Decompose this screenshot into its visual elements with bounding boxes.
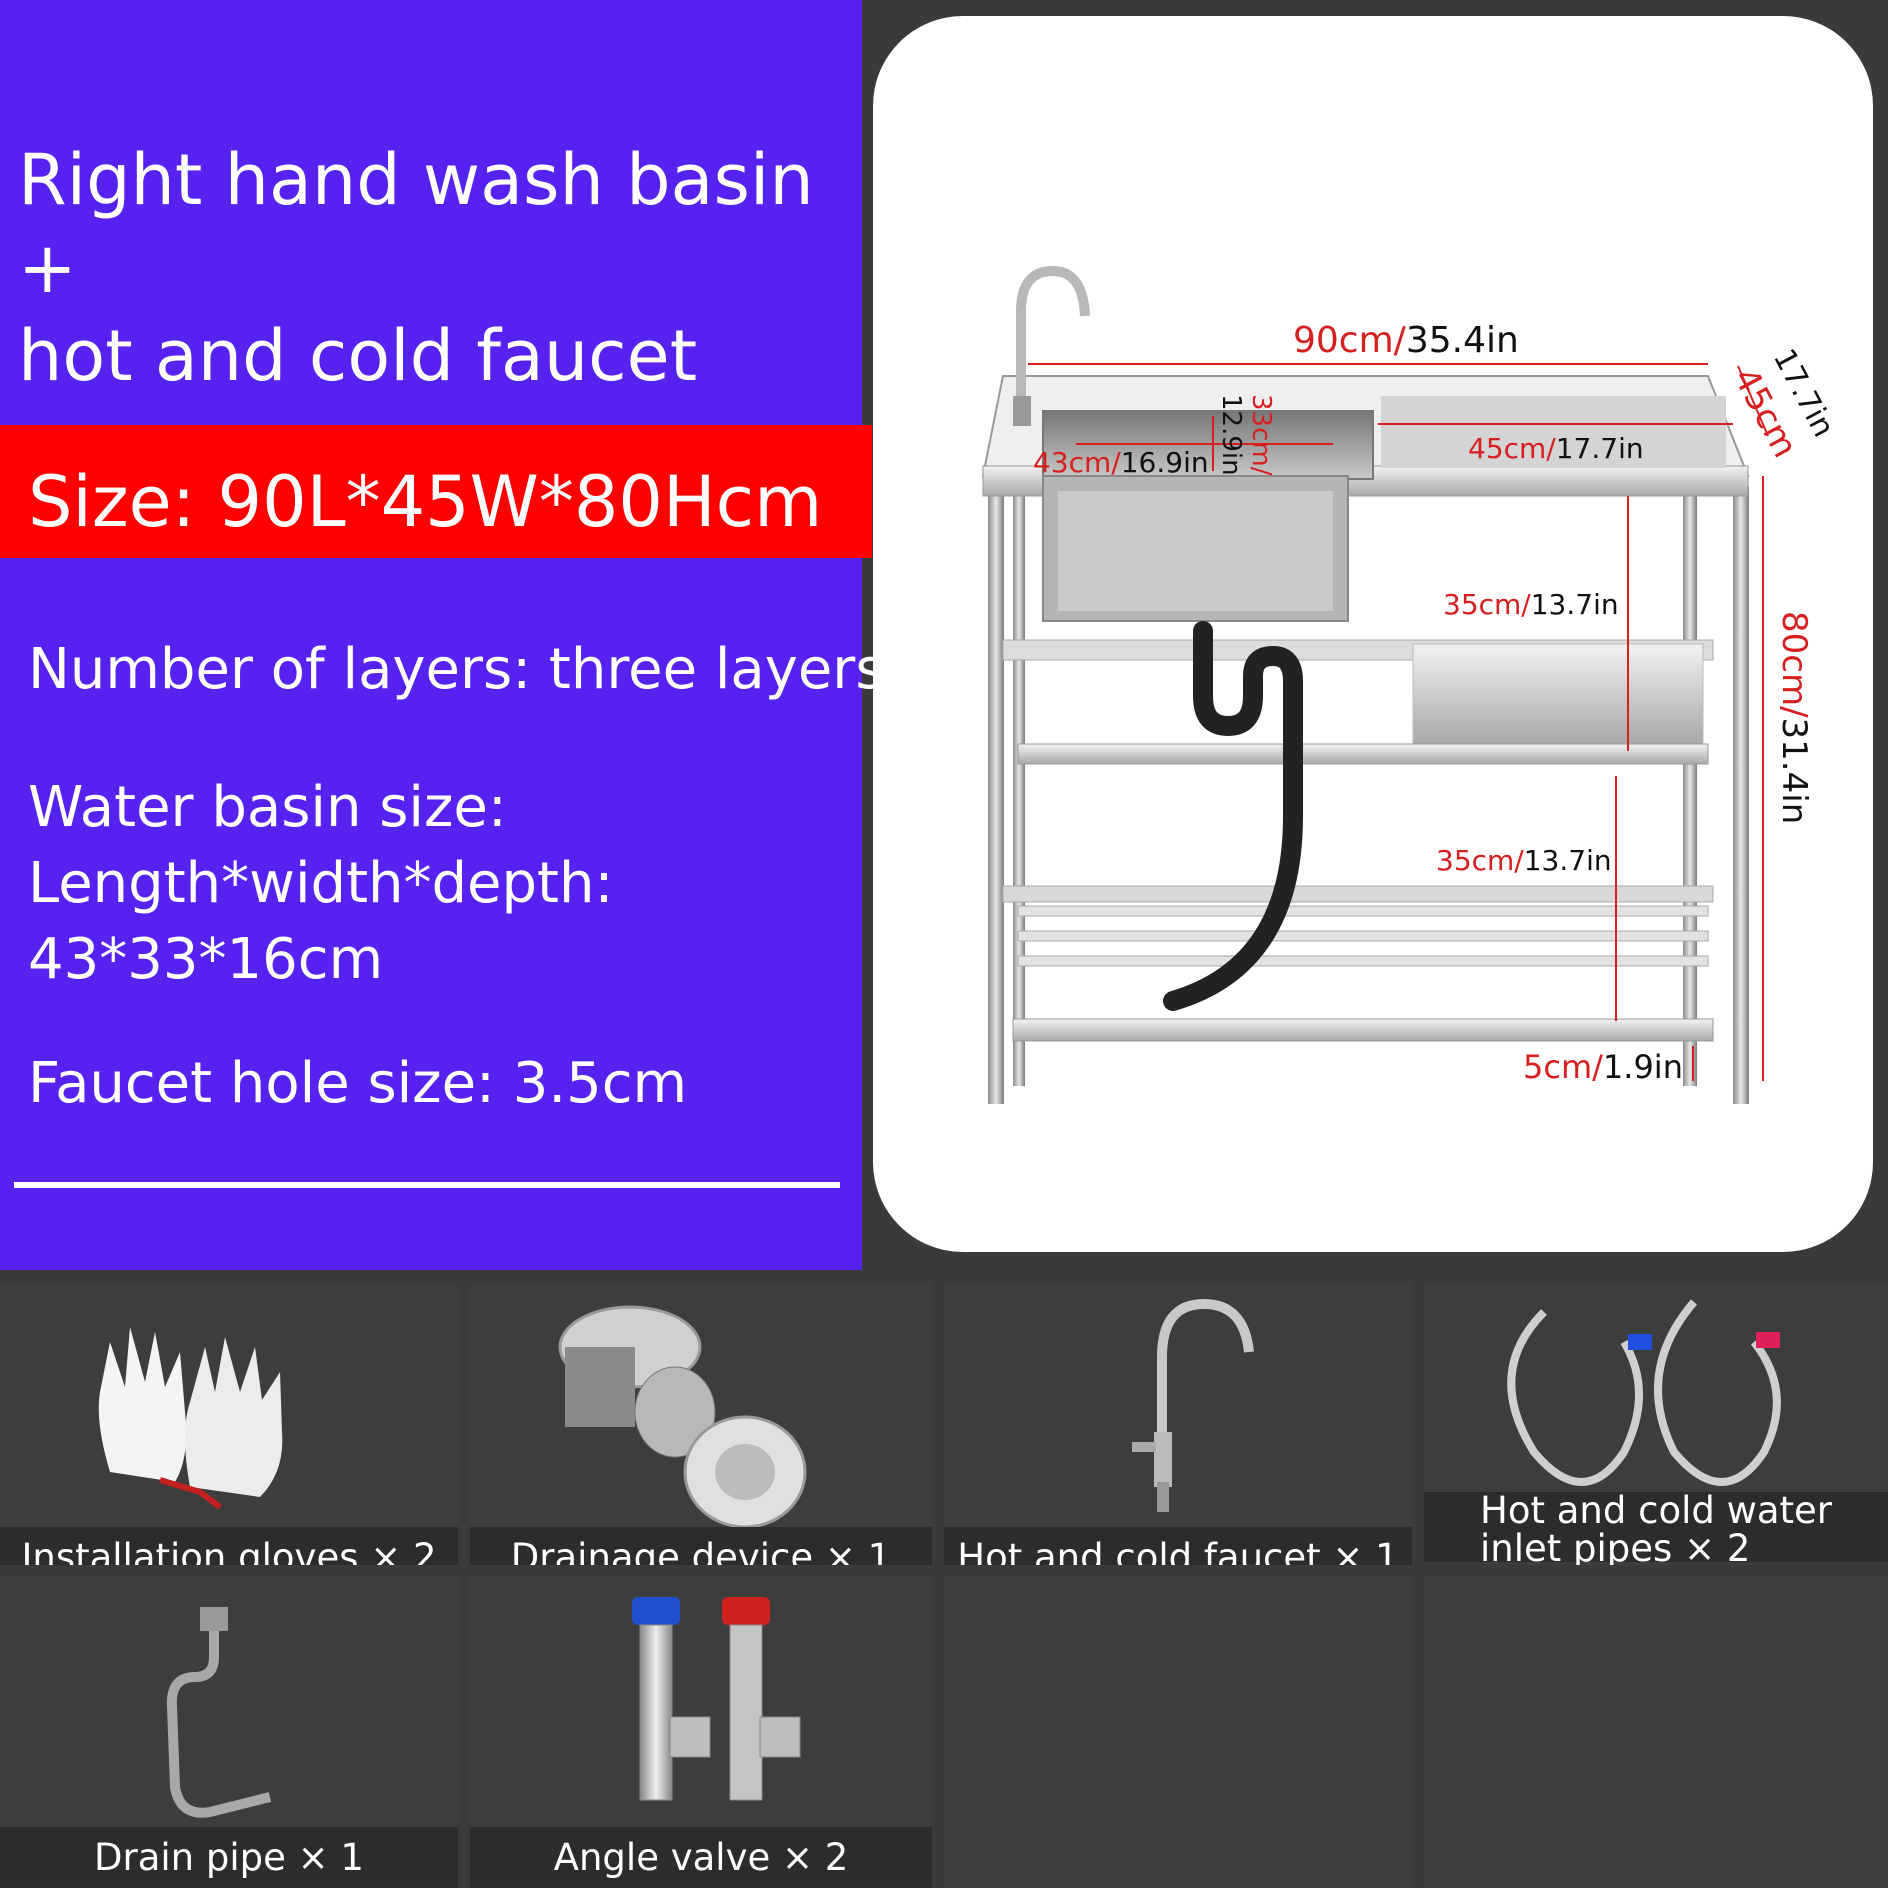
dim-length: 90cm/35.4in — [1293, 320, 1519, 361]
gloves-icon — [98, 1327, 283, 1510]
dim-layer-1: 35cm/13.7in — [1443, 588, 1619, 621]
empty-tile — [1424, 1577, 1888, 1888]
accessory-label: Hot and cold faucet × 1 — [944, 1527, 1412, 1565]
accessory-label: Angle valve × 2 — [470, 1827, 932, 1888]
dimension-lines — [1028, 363, 1769, 1081]
product-image-card: 90cm/35.4in 45cm 17.7in 43cm/16.9in 33cm… — [873, 16, 1873, 1252]
faucet — [1013, 265, 1090, 426]
spec-panel — [0, 0, 862, 1270]
divider — [14, 1182, 840, 1188]
accessory-drainage-device: Drainage device × 1 — [470, 1282, 932, 1565]
drain-trap — [1163, 621, 1303, 1011]
accessory-label: Hot and cold water inlet pipes × 2 — [1424, 1492, 1888, 1565]
dim-foot: 5cm/1.9in — [1523, 1048, 1683, 1086]
dim-basin-width: 43cm/16.9in — [1033, 446, 1209, 479]
faucet-icon — [1132, 1298, 1254, 1512]
dim-basin-depth: 33cm/ — [1246, 394, 1276, 476]
basin-size-label: Water basin size: — [28, 775, 507, 840]
faucet-hole-text: Faucet hole size: 3.5cm — [28, 1051, 688, 1116]
basin-size-value: 43*33*16cm — [28, 927, 384, 992]
dim-basin-depth-in: 12.9in — [1216, 394, 1246, 476]
angle-valve-icon — [632, 1597, 801, 1801]
size-text: Size: 90L*45W*80Hcm — [28, 461, 823, 543]
dim-height: 80cm/31.4in — [1774, 611, 1814, 824]
accessory-label: Installation gloves × 2 — [0, 1527, 458, 1565]
accessory-faucet: Hot and cold faucet × 1 — [944, 1282, 1412, 1565]
inlet-hose-icon — [1507, 1299, 1781, 1486]
empty-tile — [944, 1577, 1412, 1888]
product-title-line1: Right hand wash basin + — [18, 139, 814, 309]
drain-pipe-icon — [166, 1607, 272, 1818]
dim-layer-2: 35cm/13.7in — [1436, 844, 1612, 877]
dim-drainboard: 45cm/17.7in — [1468, 432, 1644, 465]
sink-shelves — [1002, 639, 1714, 1042]
accessory-inlet-pipes: Hot and cold water inlet pipes × 2 — [1424, 1282, 1888, 1565]
accessory-angle-valve: Angle valve × 2 — [470, 1577, 932, 1888]
product-title: Right hand wash basin + hot and cold fau… — [18, 136, 848, 400]
size-banner — [0, 425, 872, 558]
accessory-label: Drain pipe × 1 — [0, 1827, 458, 1888]
accessory-gloves: Installation gloves × 2 — [0, 1282, 458, 1565]
sink-legs — [988, 486, 1749, 1104]
product-title-line2: hot and cold faucet — [18, 315, 698, 397]
sink-basin — [1042, 410, 1374, 622]
accessory-label: Drainage device × 1 — [470, 1527, 932, 1565]
drain-strainer-icon — [558, 1305, 807, 1529]
basin-size-dimensions-label: Length*width*depth: — [28, 851, 614, 916]
layers-text: Number of layers: three layers — [28, 637, 885, 702]
sink-diagram: 90cm/35.4in 45cm 17.7in 43cm/16.9in 33cm… — [981, 265, 1841, 1104]
accessory-drain-pipe: Drain pipe × 1 — [0, 1577, 458, 1888]
